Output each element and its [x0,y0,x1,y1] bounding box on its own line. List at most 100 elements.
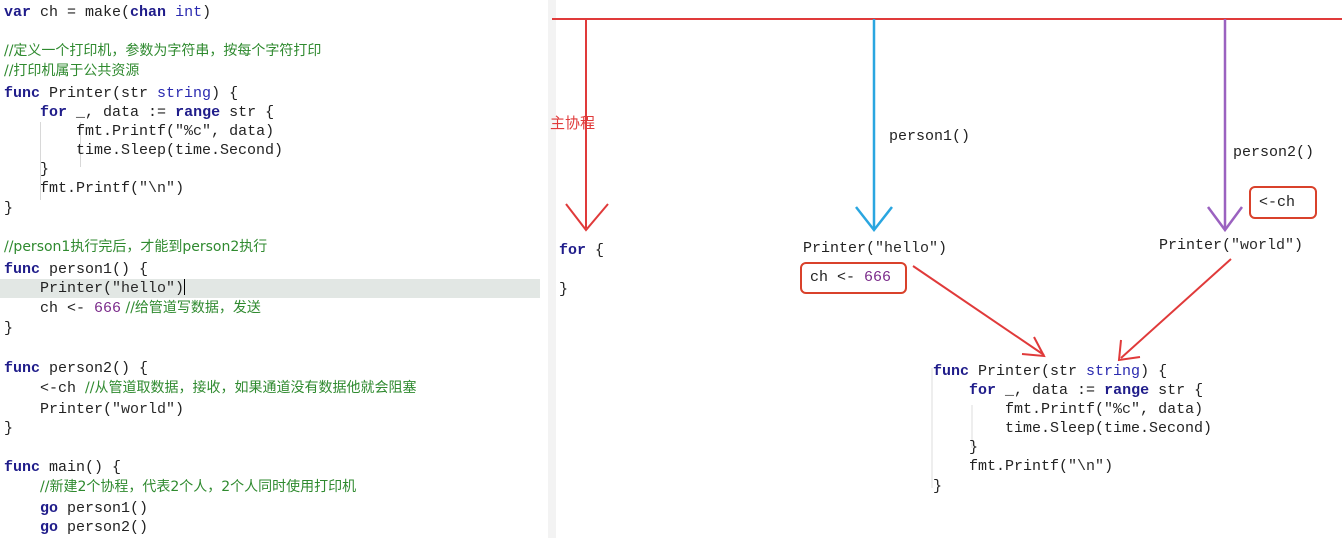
keyword: for [40,104,68,121]
diagram-lines [552,18,1342,488]
code-line: } [933,477,942,496]
code-line[interactable]: func person2() { [4,359,148,378]
code-line[interactable]: Printer("world") [4,400,184,419]
code-text: ) [175,180,185,197]
number-literal: 666 [864,269,892,286]
code-line[interactable]: for _, data := range str { [4,103,274,122]
receive-highlight-box [1249,186,1317,219]
number-literal: 666 [94,300,122,317]
code-text: ) [1104,458,1114,475]
code-line[interactable]: } [4,199,13,218]
send-highlight-box [800,262,907,294]
code-text: } [933,478,943,495]
comment: //person1执行完后，才能到person2执行 [4,239,268,255]
indent-guide [40,122,41,200]
code-text: Printer(str [969,363,1087,380]
code-line[interactable]: func person1() { [4,260,148,279]
p1-arrowhead [1021,336,1046,358]
keyword: for [559,242,587,259]
type-name: string [1086,363,1141,380]
person2-label: person2() [1233,144,1315,161]
keyword: func [4,85,41,102]
code-line[interactable]: go person1() [4,499,148,518]
code-text: time.Sleep(time.Second) [76,142,284,159]
code-text: ) { [211,85,239,102]
code-text: time.Sleep(time.Second) [1005,420,1213,437]
code-line: fmt.Printf("\n") [933,457,1113,476]
code-line[interactable]: fmt.Printf("\n") [4,179,184,198]
for-loop-close: } [559,281,569,298]
code-text: ) [202,4,212,21]
code-text: } [4,420,14,437]
string-literal: "world" [1231,237,1295,254]
code-text: ch = make( [31,4,131,21]
keyword: for [969,382,997,399]
code-line[interactable]: } [4,319,13,338]
code-text: } [969,439,979,456]
keyword: func [4,261,41,278]
type-name: string [157,85,212,102]
code-line[interactable]: //person1执行完后，才能到person2执行 [4,238,267,257]
code-line: for _, data := range str { [933,381,1203,400]
code-line[interactable]: //新建2个协程，代表2个人，2个人同时使用打印机 [4,478,356,497]
code-text: Printer( [40,280,113,297]
code-text: ) [175,401,185,418]
code-text: Printer( [40,401,113,418]
code-text: } [4,320,14,337]
person1-arrowhead [855,206,893,233]
string-literal: "%c" [175,123,212,140]
p2-to-printer-arrow [1120,258,1232,359]
code-editor[interactable]: var ch = make(chan int) //定义一个打印机，参数为字符串… [0,0,548,538]
p1-printer-call: Printer("hello") [803,239,947,258]
code-line[interactable]: time.Sleep(time.Second) [4,141,283,160]
code-line[interactable]: var ch = make(chan int) [4,3,211,22]
panel-divider [548,0,556,538]
comment: //从管道取数据，接收，如果通道没有数据他就会阻塞 [85,380,417,396]
code-line[interactable]: } [4,419,13,438]
code-line[interactable]: func main() { [4,458,121,477]
code-text: _, data := [67,104,176,121]
keyword: chan [130,4,167,21]
keyword: go [40,500,59,517]
code-line[interactable]: } [4,160,49,179]
code-line: func Printer(str string) { [933,362,1167,381]
comment: //新建2个协程，代表2个人，2个人同时使用打印机 [40,479,357,495]
code-line[interactable]: func Printer(str string) { [4,84,238,103]
code-text: fmt.Printf( [40,180,140,197]
code-line[interactable]: //定义一个打印机，参数为字符串，按每个字符打印 [4,42,321,61]
code-line[interactable]: fmt.Printf("%c", data) [4,122,274,141]
comment: //定义一个打印机，参数为字符串，按每个字符打印 [4,43,322,59]
code-line[interactable]: go person2() [4,518,148,537]
code-text: ch <- [40,300,95,317]
code-line-current[interactable]: Printer("hello") [0,279,540,298]
code-line: time.Sleep(time.Second) [933,419,1212,438]
keyword: func [933,363,970,380]
p1-channel-send: ch <- 666 [810,268,891,287]
p2-channel-receive: <-ch [1259,194,1296,211]
code-text: person2() [58,519,149,536]
keyword: var [4,4,32,21]
string-literal: "\n" [1068,458,1105,475]
code-text: person2() { [40,360,149,377]
code-line[interactable]: //打印机属于公共资源 [4,62,139,81]
string-literal: "hello" [875,240,939,257]
code-text: <-ch [40,380,86,397]
person1-label: person1() [889,128,971,145]
code-line[interactable]: ch <- 666 //给管道写数据，发送 [4,299,261,318]
person2-arrowhead [1206,206,1244,233]
code-text: ) [938,240,948,257]
p2-printer-call: Printer("world") [1159,236,1303,255]
string-literal: "%c" [1104,401,1141,418]
indent-guide [80,122,81,167]
keyword: range [175,104,221,121]
code-text: ) { [1140,363,1168,380]
code-text: , data) [1140,401,1204,418]
code-text: fmt.Printf( [969,458,1069,475]
code-text: ch <- [810,269,865,286]
comment: //给管道写数据，发送 [121,300,261,316]
code-text: } [4,200,14,217]
code-text: { [586,242,605,259]
p1-to-printer-arrow [912,265,1045,356]
code-line[interactable]: <-ch //从管道取数据，接收，如果通道没有数据他就会阻塞 [4,379,416,398]
text-cursor [184,279,186,295]
